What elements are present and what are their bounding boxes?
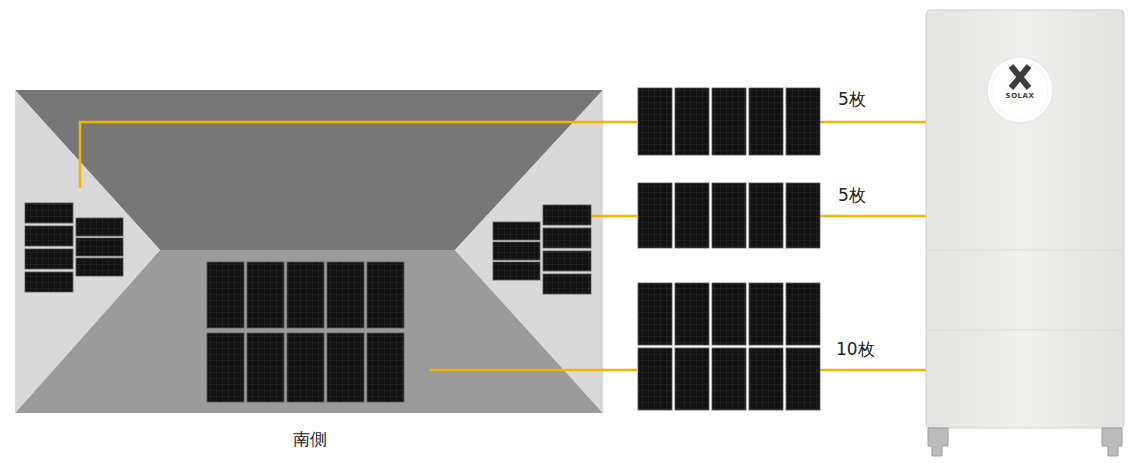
count-label: 10枚 xyxy=(836,338,875,361)
direction-label: 南側 xyxy=(293,428,327,451)
solar-panel xyxy=(749,183,783,248)
solar-panel xyxy=(638,183,672,248)
solar-panel xyxy=(543,205,591,225)
solar-panel xyxy=(786,183,820,248)
solar-panel xyxy=(712,283,746,345)
solar-panel xyxy=(712,88,746,155)
roof xyxy=(15,90,603,413)
solar-panel xyxy=(247,333,284,402)
solar-panel xyxy=(327,262,364,328)
solar-panel xyxy=(76,218,123,236)
solar-panel xyxy=(786,348,820,410)
solar-panel xyxy=(749,283,783,345)
solar-panel xyxy=(786,283,820,345)
solar-panel xyxy=(712,183,746,248)
solar-panels xyxy=(25,88,820,410)
solar-panel xyxy=(786,88,820,155)
solar-panel xyxy=(543,251,591,271)
solar-panel xyxy=(493,262,540,280)
solar-panel xyxy=(638,88,672,155)
solar-panel xyxy=(25,226,73,246)
solar-panel xyxy=(25,203,73,223)
solar-panel xyxy=(543,274,591,294)
solar-panel xyxy=(207,333,244,402)
solar-panel xyxy=(287,262,324,328)
solar-panel xyxy=(76,238,123,256)
solar-panel xyxy=(247,262,284,328)
solar-panel xyxy=(638,283,672,345)
solar-panel xyxy=(76,258,123,276)
solar-panel xyxy=(367,262,404,328)
solar-panel xyxy=(493,242,540,260)
solar-panel xyxy=(327,333,364,402)
logo-text: SOLAX xyxy=(1006,92,1035,100)
solar-panel xyxy=(25,249,73,269)
solar-panel xyxy=(207,262,244,328)
count-label: 5枚 xyxy=(838,184,866,207)
solar-panel xyxy=(25,272,73,292)
solar-panel xyxy=(367,333,404,402)
solar-panel xyxy=(675,283,709,345)
solar-panel xyxy=(675,88,709,155)
solar-panel xyxy=(712,348,746,410)
solar-panel xyxy=(675,183,709,248)
solar-panel xyxy=(543,228,591,248)
solar-panel xyxy=(493,222,540,240)
solax-cabinet xyxy=(926,10,1124,456)
count-label: 5枚 xyxy=(838,88,866,111)
solar-panel xyxy=(749,88,783,155)
solar-panel xyxy=(287,333,324,402)
solar-panel xyxy=(749,348,783,410)
solar-panel xyxy=(638,348,672,410)
solar-panel xyxy=(675,348,709,410)
